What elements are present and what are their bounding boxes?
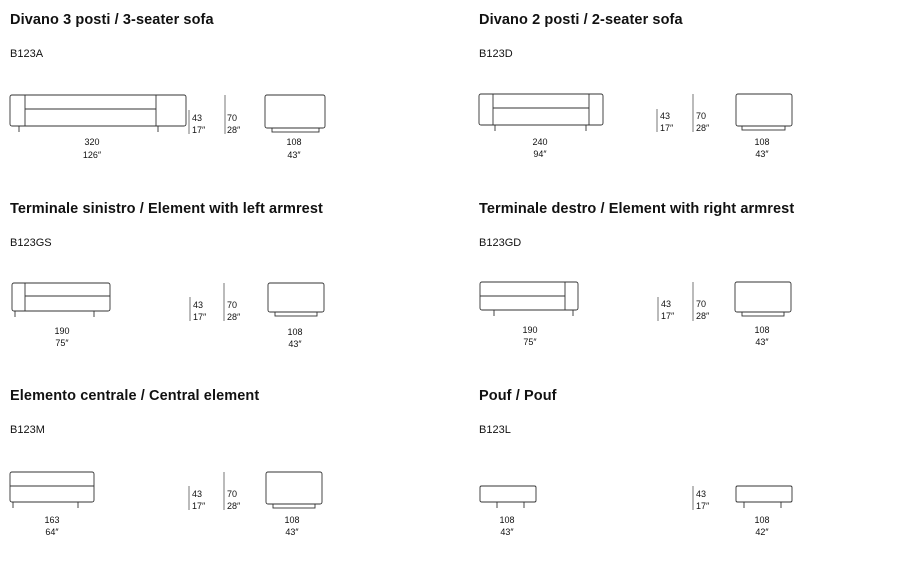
width-cm: 240 xyxy=(532,137,547,147)
seat-height-cm: 43 xyxy=(193,300,203,310)
sofa-side-view xyxy=(734,281,792,317)
seat-height-in: 17″ xyxy=(192,501,206,511)
total-height-in: 28″ xyxy=(227,501,241,511)
width-in: 43″ xyxy=(500,527,514,537)
pouf-side-view xyxy=(735,485,793,508)
depth-in: 43″ xyxy=(755,149,769,159)
width-in: 75″ xyxy=(55,338,69,348)
product-title: Divano 2 posti / 2-seater sofa xyxy=(479,12,683,28)
sofa-side-view xyxy=(267,282,325,317)
product-2-seater-sofa: Divano 2 posti / 2-seater sofa B123D 240… xyxy=(478,12,899,192)
seat-height-cm: 43 xyxy=(192,489,202,499)
sofa-front-view xyxy=(479,281,579,316)
depth-in: 42″ xyxy=(755,527,769,537)
total-height-in: 28″ xyxy=(227,125,241,135)
sofa-side-view xyxy=(735,93,793,131)
product-code: B123M xyxy=(10,424,45,436)
sofa-side-view xyxy=(265,471,323,509)
product-title: Terminale sinistro / Element with left a… xyxy=(10,201,323,217)
product-left-armrest-element: Terminale sinistro / Element with left a… xyxy=(10,201,430,381)
pouf-front-view xyxy=(479,485,537,508)
product-drawing: 320 126″ 43 17″ 70 28″ 108 43″ xyxy=(9,94,326,160)
product-title: Divano 3 posti / 3-seater sofa xyxy=(10,12,214,28)
depth-in: 43″ xyxy=(288,339,302,349)
depth-cm: 108 xyxy=(754,515,769,525)
product-title: Terminale destro / Element with right ar… xyxy=(479,201,795,217)
product-code: B123GD xyxy=(479,237,522,249)
sofa-front-view xyxy=(9,94,187,132)
depth-cm: 108 xyxy=(754,325,769,335)
seat-height-in: 17″ xyxy=(660,123,674,133)
width-cm: 163 xyxy=(44,515,59,525)
width-in: 64″ xyxy=(45,527,59,537)
width-cm: 190 xyxy=(522,325,537,335)
product-3-seater-sofa: Divano 3 posti / 3-seater sofa B123A 320… xyxy=(9,12,430,192)
seat-height-in: 17″ xyxy=(661,311,675,321)
seat-height-cm: 43 xyxy=(696,489,706,499)
sofa-front-view xyxy=(478,93,604,131)
seat-height-in: 17″ xyxy=(193,312,207,322)
depth-in: 43″ xyxy=(285,527,299,537)
product-title: Elemento centrale / Central element xyxy=(10,388,260,404)
product-right-armrest-element: Terminale destro / Element with right ar… xyxy=(479,201,899,381)
product-code: B123L xyxy=(479,424,511,436)
seat-height-cm: 43 xyxy=(192,113,202,123)
total-height-cm: 70 xyxy=(227,113,237,123)
seat-height-cm: 43 xyxy=(661,299,671,309)
product-drawing: 190 75″ 43 17″ 70 28″ 108 43″ xyxy=(11,282,325,349)
width-cm: 320 xyxy=(84,137,99,147)
depth-in: 43″ xyxy=(755,337,769,347)
total-height-in: 28″ xyxy=(696,123,710,133)
total-height-cm: 70 xyxy=(696,111,706,121)
width-in: 75″ xyxy=(523,337,537,347)
seat-height-cm: 43 xyxy=(660,111,670,121)
seat-height-in: 17″ xyxy=(696,501,710,511)
total-height-cm: 70 xyxy=(227,489,237,499)
sofa-side-view xyxy=(264,94,326,133)
width-in: 126″ xyxy=(83,150,102,160)
depth-in: 43″ xyxy=(287,150,301,160)
sofa-front-view xyxy=(9,471,95,508)
product-drawing: 240 94″ 43 17″ 70 28″ 108 43″ xyxy=(478,93,793,159)
product-pouf: Pouf / Pouf B123L 108 43″ 43 17″ 108 42″ xyxy=(479,388,899,568)
width-cm: 108 xyxy=(499,515,514,525)
product-drawing: 108 43″ 43 17″ 108 42″ xyxy=(479,485,793,537)
product-code: B123GS xyxy=(10,237,52,249)
product-drawing: 190 75″ 43 17″ 70 28″ 108 43″ xyxy=(479,281,792,347)
product-central-element: Elemento centrale / Central element B123… xyxy=(9,388,430,568)
total-height-cm: 70 xyxy=(696,299,706,309)
product-title: Pouf / Pouf xyxy=(479,388,557,404)
total-height-cm: 70 xyxy=(227,300,237,310)
depth-cm: 108 xyxy=(287,327,302,337)
product-drawing: 163 64″ 43 17″ 70 28″ 108 43″ xyxy=(9,471,323,537)
product-code: B123A xyxy=(10,48,44,60)
seat-height-in: 17″ xyxy=(192,125,206,135)
width-cm: 190 xyxy=(54,326,69,336)
sofa-front-view xyxy=(11,282,111,317)
total-height-in: 28″ xyxy=(696,311,710,321)
depth-cm: 108 xyxy=(754,137,769,147)
depth-cm: 108 xyxy=(286,137,301,147)
product-code: B123D xyxy=(479,48,513,60)
width-in: 94″ xyxy=(533,149,547,159)
depth-cm: 108 xyxy=(284,515,299,525)
total-height-in: 28″ xyxy=(227,312,241,322)
